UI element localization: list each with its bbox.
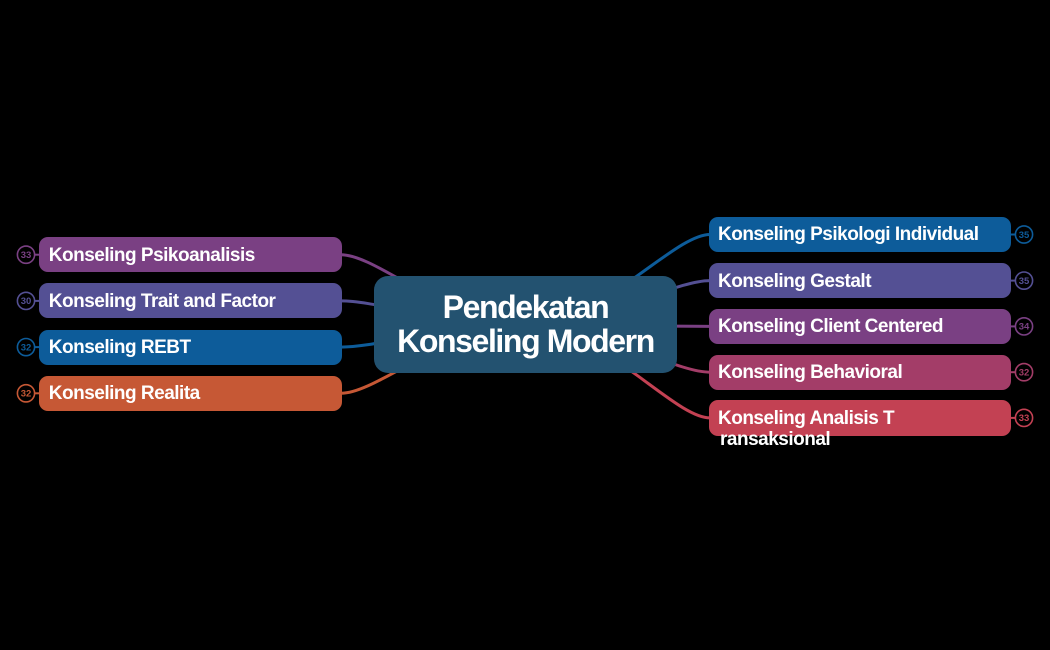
svg-text:33: 33 [1019,413,1030,424]
svg-text:32: 32 [21,342,32,353]
svg-text:35: 35 [1019,230,1030,241]
svg-text:32: 32 [21,389,32,400]
svg-text:33: 33 [21,250,32,261]
svg-text:32: 32 [1019,368,1030,379]
svg-text:30: 30 [21,296,32,307]
svg-text:34: 34 [1019,322,1030,333]
svg-text:35: 35 [1019,276,1030,287]
